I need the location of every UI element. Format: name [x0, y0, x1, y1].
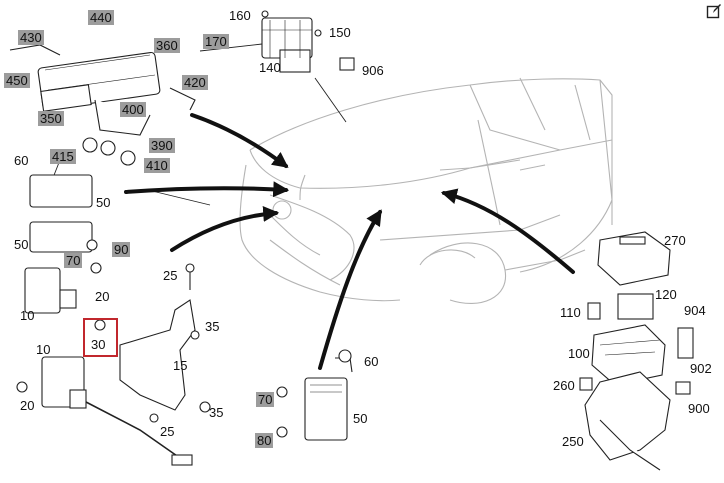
part-label-20[interactable]: 20: [20, 398, 35, 413]
part-label-35[interactable]: 35: [205, 319, 220, 334]
part-label-430[interactable]: 430: [18, 30, 44, 45]
part-label-260[interactable]: 260: [553, 378, 575, 393]
part-label-110[interactable]: 110: [560, 305, 581, 320]
part-label-15[interactable]: 15: [173, 358, 188, 373]
callout-arrows: [124, 113, 575, 370]
part-label-50[interactable]: 50: [96, 195, 111, 210]
part-label-150[interactable]: 150: [329, 25, 351, 40]
relay-module-top: [261, 10, 355, 73]
part-label-90[interactable]: 90: [112, 242, 131, 257]
part-label-20[interactable]: 20: [95, 289, 110, 304]
part-label-906[interactable]: 906: [362, 63, 384, 78]
part-label-904[interactable]: 904: [684, 303, 706, 318]
left-modules: [16, 174, 193, 466]
part-label-250[interactable]: 250: [562, 434, 584, 449]
part-label-410[interactable]: 410: [144, 158, 170, 173]
ecu-center-bottom: [276, 349, 353, 441]
part-label-30[interactable]: 30: [91, 337, 106, 352]
part-label-50[interactable]: 50: [14, 237, 29, 252]
part-label-50[interactable]: 50: [353, 411, 368, 426]
part-label-900[interactable]: 900: [688, 401, 710, 416]
part-label-60[interactable]: 60: [364, 354, 379, 369]
part-label-160[interactable]: 160: [229, 8, 251, 23]
part-label-120[interactable]: 120: [655, 287, 677, 302]
part-label-80[interactable]: 80: [255, 433, 274, 448]
ecu-assembly-top-left: [9, 44, 196, 166]
edit-icon[interactable]: [706, 3, 722, 19]
part-label-25[interactable]: 25: [163, 268, 178, 283]
part-label-70[interactable]: 70: [64, 253, 83, 268]
part-label-10[interactable]: 10: [20, 308, 35, 323]
part-label-70[interactable]: 70: [256, 392, 275, 407]
part-label-400[interactable]: 400: [120, 102, 146, 117]
selected-part-frame: [83, 318, 118, 357]
car-outline: [239, 77, 613, 304]
fuse-box-right: [579, 231, 694, 471]
part-label-170[interactable]: 170: [203, 34, 229, 49]
part-label-25[interactable]: 25: [160, 424, 175, 439]
part-label-440[interactable]: 440: [88, 10, 114, 25]
part-label-140[interactable]: 140: [259, 60, 281, 75]
part-label-35[interactable]: 35: [209, 405, 224, 420]
part-label-415[interactable]: 415: [50, 149, 76, 164]
mounting-bracket: [94, 263, 211, 423]
part-label-390[interactable]: 390: [149, 138, 175, 153]
part-label-100[interactable]: 100: [568, 346, 590, 361]
part-label-60[interactable]: 60: [14, 153, 29, 168]
part-label-10[interactable]: 10: [36, 342, 51, 357]
part-label-420[interactable]: 420: [182, 75, 208, 90]
part-label-360[interactable]: 360: [154, 38, 180, 53]
part-label-270[interactable]: 270: [664, 233, 686, 248]
part-label-450[interactable]: 450: [4, 73, 30, 88]
part-label-902[interactable]: 902: [690, 361, 712, 376]
part-label-350[interactable]: 350: [38, 111, 64, 126]
